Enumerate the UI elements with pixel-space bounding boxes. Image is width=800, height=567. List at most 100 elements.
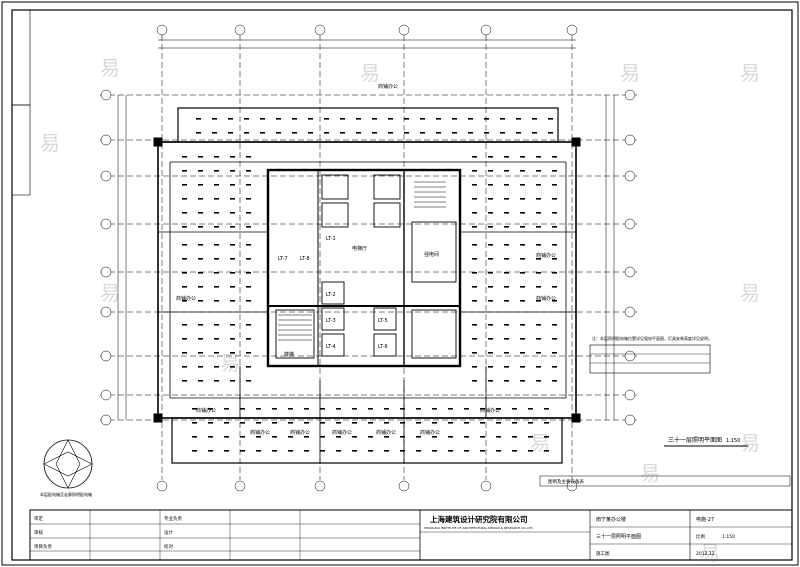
light-fixture — [552, 338, 557, 340]
watermark-glyph: 易 — [620, 61, 640, 85]
light-fixture — [472, 244, 477, 246]
title-block: 审定 审核 项目负责 专业负责 设计 校对 上海建筑设计研究院有限公司 SHAN… — [29, 509, 793, 561]
drawing-name: 三十一层照明平面图 — [596, 533, 641, 540]
light-fixture — [182, 300, 187, 302]
grid-bubble-top — [156, 24, 168, 36]
light-fixture — [182, 366, 187, 368]
light-fixture — [214, 286, 219, 288]
light-fixture — [288, 422, 293, 424]
light-fixture — [324, 132, 329, 134]
lighting-fixtures — [182, 118, 557, 452]
grid-bubble-top — [566, 24, 578, 36]
light-fixture — [246, 352, 251, 354]
light-fixture — [198, 258, 203, 260]
light-fixture — [472, 300, 477, 302]
note-text: 注：本层照明配电箱位置详见强电平面图，灯具安装高度详见说明。 — [592, 335, 712, 341]
grid-bubble-left — [100, 350, 112, 362]
light-fixture — [372, 132, 377, 134]
light-fixture — [256, 408, 261, 410]
light-fixture — [246, 244, 251, 246]
light-fixture — [504, 198, 509, 200]
light-fixture — [272, 450, 277, 452]
light-fixture — [214, 156, 219, 158]
light-fixture — [432, 408, 437, 410]
grid-bubble-left — [100, 134, 112, 146]
light-fixture — [244, 132, 249, 134]
room-label-west: 商铺办公 — [176, 295, 196, 302]
light-fixture — [182, 244, 187, 246]
light-fixture — [548, 118, 553, 120]
light-fixture — [214, 170, 219, 172]
light-fixture — [304, 450, 309, 452]
light-fixture — [480, 436, 485, 438]
light-fixture — [368, 436, 373, 438]
light-fixture — [182, 184, 187, 186]
light-fixture — [500, 132, 505, 134]
light-fixture — [320, 422, 325, 424]
role-project-lead: 项目负责 — [34, 543, 52, 550]
light-fixture — [384, 436, 389, 438]
light-fixture — [288, 436, 293, 438]
role-approve: 审定 — [34, 515, 43, 522]
light-fixture — [504, 300, 509, 302]
room-label-machine: 强电间 — [424, 251, 439, 258]
light-fixture — [246, 170, 251, 172]
light-fixture — [552, 352, 557, 354]
light-fixture — [198, 184, 203, 186]
light-fixture — [536, 324, 541, 326]
light-fixture — [182, 156, 187, 158]
light-fixture — [496, 450, 501, 452]
partition-walls — [158, 161, 576, 463]
light-fixture — [416, 408, 421, 410]
light-fixture — [182, 258, 187, 260]
grid-bubble-top — [480, 24, 492, 36]
light-fixture — [230, 212, 235, 214]
light-fixture — [504, 338, 509, 340]
legend-strip: 图例及主要设备表 — [539, 475, 791, 487]
watermark-glyph: 易 — [740, 281, 760, 305]
north-arrow: 本层配电箱至走廊照明配电箱 — [40, 439, 93, 497]
grid-bubble-bottom — [314, 480, 326, 492]
light-fixture — [224, 422, 229, 424]
light-fixture — [472, 286, 477, 288]
light-fixture — [336, 436, 341, 438]
light-fixture — [384, 450, 389, 452]
watermark-glyph: 易 — [360, 61, 380, 85]
light-fixture — [520, 226, 525, 228]
light-fixture — [230, 380, 235, 382]
role-discipline-lead: 专业负责 — [164, 515, 182, 522]
light-fixture — [276, 132, 281, 134]
light-fixture — [198, 286, 203, 288]
light-fixture — [488, 300, 493, 302]
light-fixture — [436, 132, 441, 134]
watermark-glyph: 易 — [700, 541, 720, 565]
light-fixture — [272, 422, 277, 424]
grid-bubble-left — [100, 306, 112, 318]
scale-label: 比例 — [696, 533, 705, 540]
building-core — [266, 168, 462, 368]
light-fixture — [488, 366, 493, 368]
light-fixture — [228, 118, 233, 120]
light-fixture — [240, 408, 245, 410]
light-fixture — [536, 380, 541, 382]
light-fixture — [468, 132, 473, 134]
light-fixture — [182, 338, 187, 340]
room-label-elevator-hall: 电梯厅 — [352, 245, 367, 252]
light-fixture — [504, 366, 509, 368]
light-fixture — [260, 132, 265, 134]
light-fixture — [214, 272, 219, 274]
light-fixture — [256, 422, 261, 424]
light-fixture — [488, 324, 493, 326]
light-fixture — [496, 436, 501, 438]
light-fixture — [472, 380, 477, 382]
light-fixture — [304, 408, 309, 410]
role-checker: 校对 — [164, 543, 173, 550]
light-fixture — [552, 156, 557, 158]
role-designer: 设计 — [164, 529, 173, 536]
light-fixture — [536, 258, 541, 260]
light-fixture — [288, 450, 293, 452]
light-fixture — [552, 226, 557, 228]
light-fixture — [230, 184, 235, 186]
light-fixture — [246, 156, 251, 158]
grid-bubble-left — [100, 266, 112, 278]
